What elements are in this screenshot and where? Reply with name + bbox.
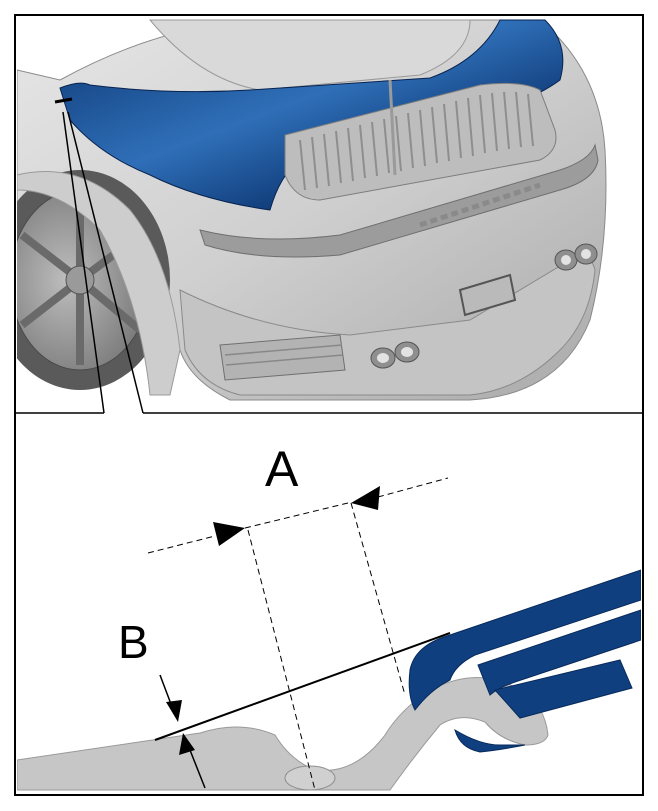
cover-sections (408, 569, 641, 753)
dimension-label-a: A (265, 441, 299, 497)
exhaust-left (370, 341, 420, 369)
arrowhead-a-right (351, 486, 380, 510)
reference-line-b (154, 632, 451, 741)
exhaust-right (554, 243, 598, 271)
callout-marker (54, 97, 73, 104)
highlighted-cover-panel (59, 19, 564, 211)
callout-leader-lines (15, 111, 643, 414)
arrowhead-a-left (213, 522, 245, 546)
dimension-arrows-b (159, 674, 206, 789)
engine-grille (284, 79, 557, 201)
section-detail: A B (17, 441, 641, 791)
rear-light-bar (199, 143, 599, 258)
dimension-label-b: B (118, 616, 149, 668)
car-rear-view (17, 17, 641, 413)
dimension-lines-a (147, 477, 449, 791)
